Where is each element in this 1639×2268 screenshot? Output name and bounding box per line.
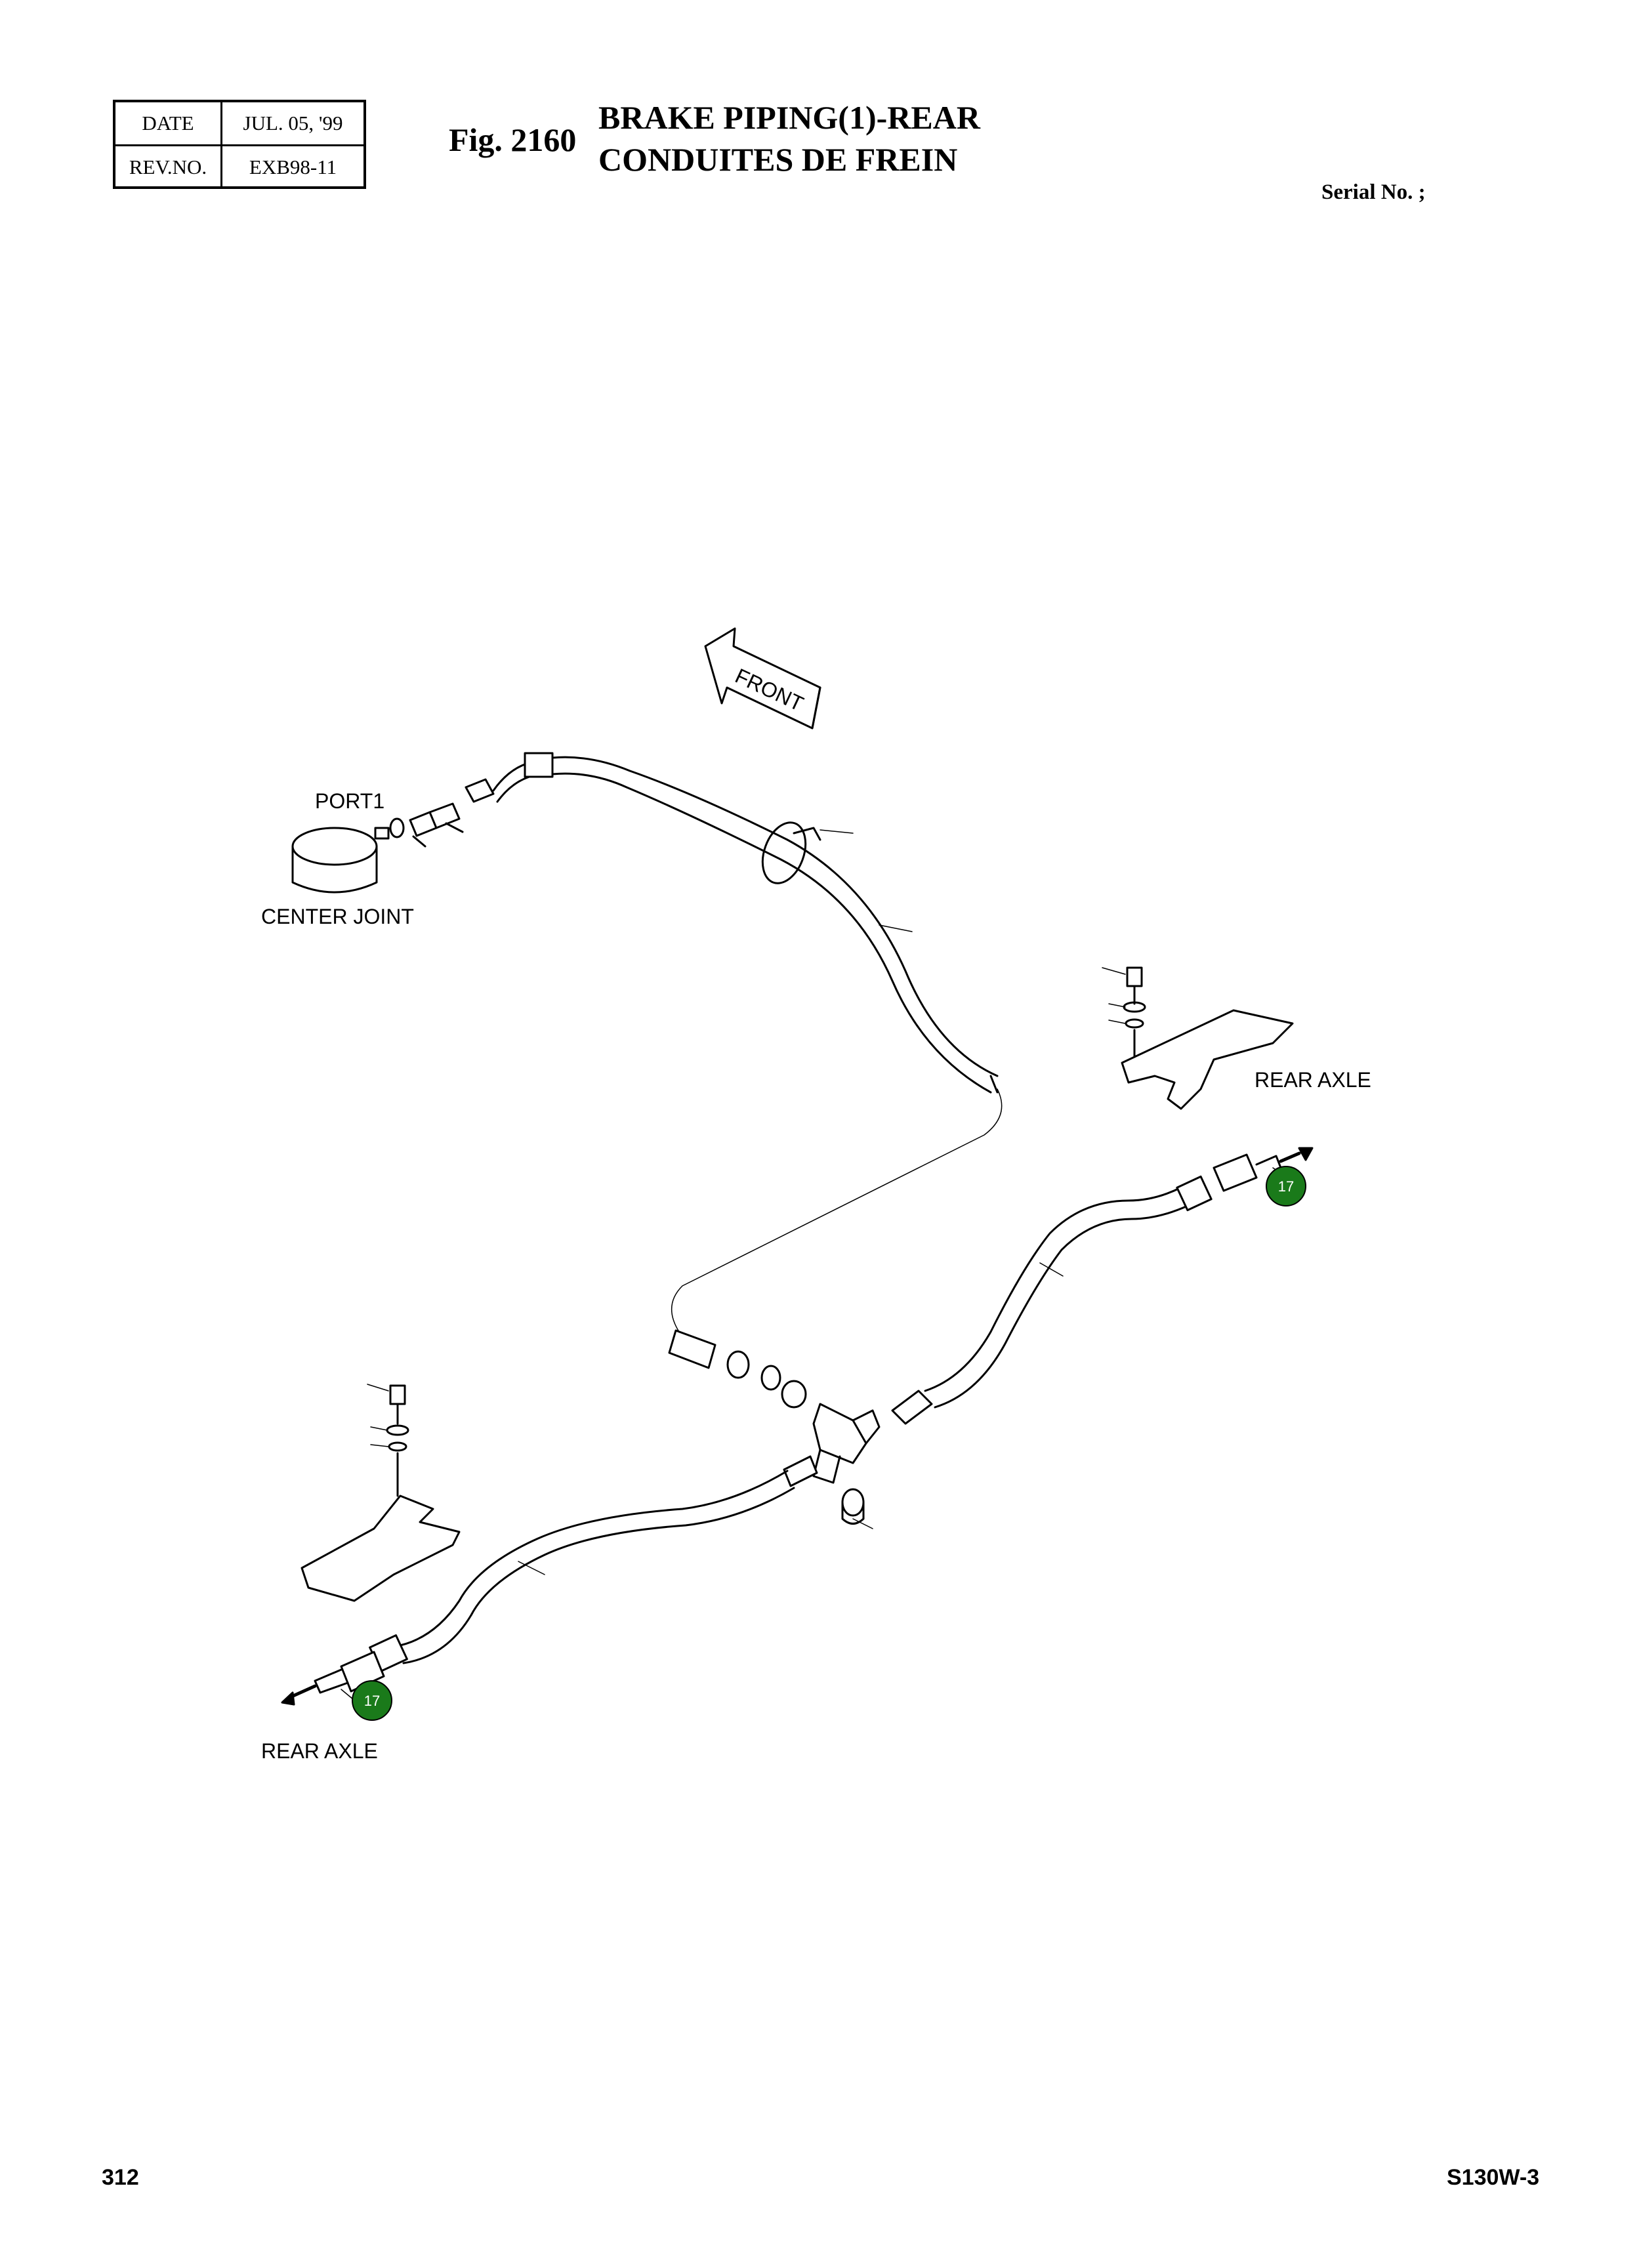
- title-french: CONDUITES DE FREIN: [598, 141, 958, 178]
- revision-table: DATE JUL. 05, '99 REV.NO. EXB98-11: [113, 100, 366, 189]
- rear-axle-label-left: REAR AXLE: [261, 1739, 378, 1763]
- page-number: 312: [102, 2165, 139, 2190]
- front-arrow-icon: [704, 627, 821, 730]
- serial-number: Serial No. ;: [1321, 180, 1426, 204]
- callout-17-right: 17: [1266, 1166, 1306, 1206]
- rev-label: REV.NO.: [115, 146, 222, 188]
- callout-number-right: 17: [1278, 1178, 1294, 1195]
- tee-fittings-icon: [668, 1329, 881, 1525]
- rear-axle-label-right: REAR AXLE: [1255, 1068, 1371, 1092]
- center-joint-icon: [291, 827, 390, 894]
- left-bracket-icon: [301, 1384, 461, 1602]
- date-row: DATE JUL. 05, '99: [115, 102, 363, 144]
- callout-17-left: 17: [352, 1680, 392, 1721]
- title-english: BRAKE PIPING(1)-REAR: [598, 99, 980, 136]
- hose-clamp-icon: [761, 821, 821, 884]
- date-label: DATE: [115, 102, 222, 144]
- rev-row: REV.NO. EXB98-11: [115, 144, 363, 188]
- figure-number: Fig. 2160: [449, 121, 577, 158]
- port-fittings-icon: [389, 802, 464, 848]
- rev-value: EXB98-11: [249, 155, 337, 178]
- port-label: PORT1: [315, 789, 384, 813]
- model-number: S130W-3: [1447, 2165, 1540, 2190]
- right-bracket-icon: [1121, 966, 1294, 1110]
- center-joint-label: CENTER JOINT: [261, 905, 414, 928]
- leader-lines: [341, 829, 1293, 1706]
- upper-hose: [465, 752, 999, 1094]
- left-hose: [281, 1455, 818, 1706]
- right-hose: [891, 1147, 1314, 1425]
- date-value: JUL. 05, '99: [243, 112, 343, 134]
- connection-line: [671, 1088, 1003, 1332]
- callout-number-left: 17: [364, 1693, 380, 1709]
